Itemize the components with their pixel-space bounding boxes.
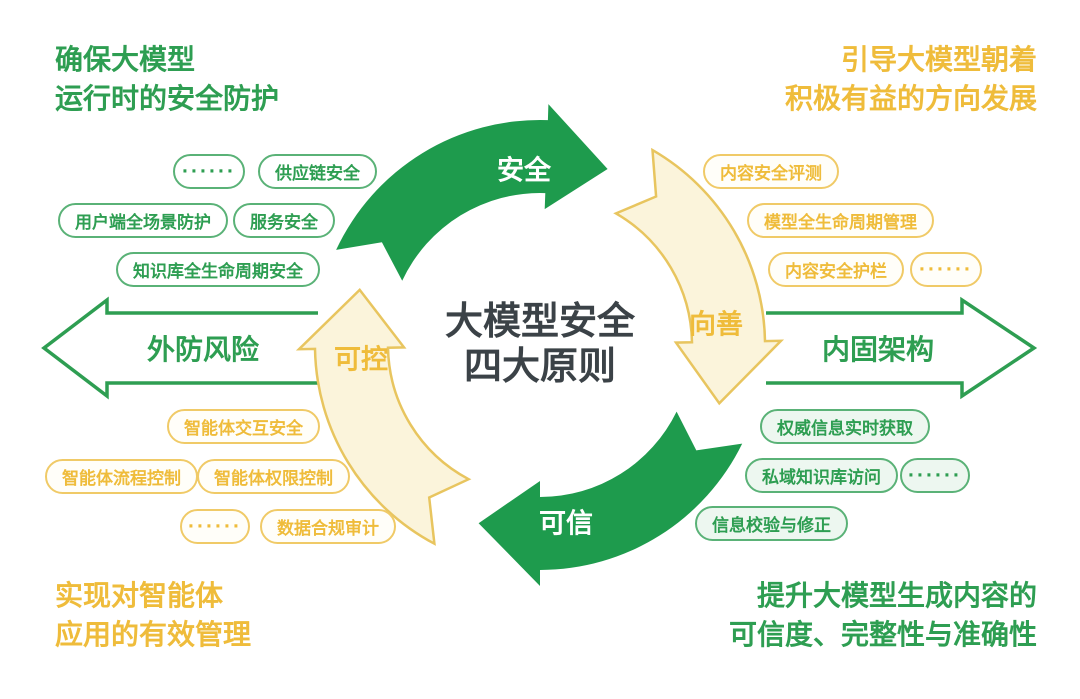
- tag-pill: 智能体权限控制: [197, 459, 350, 494]
- tag-pill: ······: [910, 252, 982, 287]
- ring-arrow-controllable: [295, 288, 472, 546]
- ring-label-controllable: 可控: [334, 344, 388, 375]
- ring-label-goodness: 向善: [689, 309, 743, 340]
- ring-label-safety: 安全: [497, 155, 551, 186]
- tag-pill: 数据合规审计: [260, 509, 396, 544]
- caption-line: 实现对智能体: [55, 580, 224, 611]
- right-arrow-label: 内固架构: [821, 334, 935, 365]
- center-title: 大模型安全四大原则: [400, 300, 680, 390]
- ring-arrow-trustworthy: [478, 411, 743, 586]
- caption-bottom-right: 提升大模型生成内容的可信度、完整性与准确性: [729, 576, 1037, 654]
- tag-pill: 权威信息实时获取: [760, 409, 930, 444]
- ring-arrow-safety: [336, 104, 608, 281]
- tag-pill: ······: [173, 154, 245, 189]
- center-title-line1: 大模型安全: [444, 301, 635, 343]
- ring-arrow-goodness: [613, 147, 785, 406]
- tag-pill: ······: [900, 458, 970, 493]
- tag-pill: 供应链安全: [258, 154, 377, 189]
- caption-line: 引导大模型朝着: [840, 44, 1037, 75]
- tag-pill: 模型全生命周期管理: [747, 203, 934, 238]
- tag-pill: ······: [180, 509, 250, 544]
- caption-line: 确保大模型: [55, 44, 196, 75]
- ring-label-trustworthy: 可信: [539, 508, 593, 539]
- caption-line: 应用的有效管理: [55, 619, 252, 650]
- tag-pill: 知识库全生命周期安全: [116, 252, 320, 287]
- tag-pill: 信息校验与修正: [695, 506, 848, 541]
- tag-pill: 智能体流程控制: [45, 459, 198, 494]
- tag-pill: 服务安全: [233, 203, 335, 238]
- tag-pill: 智能体交互安全: [167, 409, 320, 444]
- right-outline-arrow: [766, 296, 1038, 400]
- caption-line: 可信度、完整性与准确性: [728, 619, 1037, 650]
- caption-line: 积极有益的方向发展: [784, 83, 1037, 114]
- tag-pill: 内容安全评测: [703, 154, 839, 189]
- caption-line: 提升大模型生成内容的: [756, 580, 1037, 611]
- tag-pill: 内容安全护栏: [768, 252, 904, 287]
- caption-bottom-left: 实现对智能体应用的有效管理: [55, 576, 251, 654]
- left-arrow-label: 外防风险: [146, 334, 260, 365]
- caption-top-left: 确保大模型运行时的安全防护: [55, 40, 279, 118]
- tag-pill: 用户端全场景防护: [58, 203, 228, 238]
- caption-top-right: 引导大模型朝着积极有益的方向发展: [785, 40, 1037, 118]
- left-outline-arrow: [41, 296, 318, 400]
- tag-pill: 私域知识库访问: [745, 458, 898, 493]
- caption-line: 运行时的安全防护: [55, 83, 280, 114]
- center-title-line2: 四大原则: [463, 346, 616, 388]
